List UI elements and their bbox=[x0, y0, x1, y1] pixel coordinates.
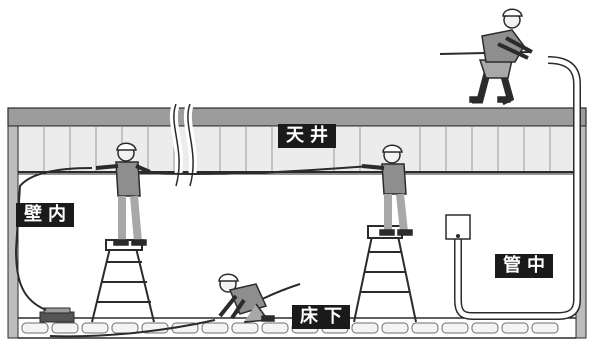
cable-reel-icon bbox=[39, 307, 75, 323]
worker-on-ladder-right-icon bbox=[361, 144, 413, 236]
break-mark bbox=[169, 102, 198, 188]
worker-crouching-icon bbox=[218, 273, 275, 323]
conduit-pipe bbox=[454, 56, 581, 320]
label-in-pipe: 管中 bbox=[495, 254, 553, 278]
cable-lines bbox=[14, 51, 531, 338]
worker-on-roof-icon bbox=[469, 8, 533, 106]
worker-on-ladder-left-icon bbox=[95, 142, 151, 246]
label-inside-wall: 壁内 bbox=[16, 203, 74, 227]
outlet-box-icon bbox=[445, 214, 471, 240]
label-ceiling: 天井 bbox=[278, 124, 336, 148]
label-under-floor: 床下 bbox=[292, 305, 350, 329]
